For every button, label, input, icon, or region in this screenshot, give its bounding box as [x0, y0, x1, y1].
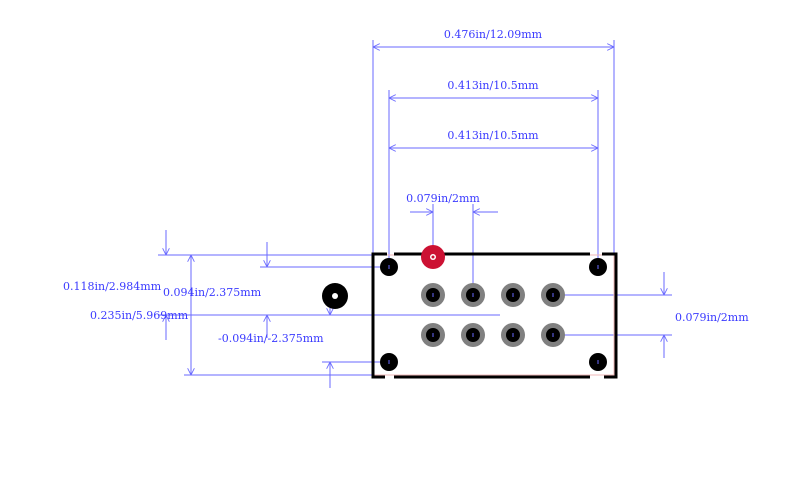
- dim-mid-lower-label: -0.094in/-2.375mm: [218, 332, 324, 345]
- dim-overall-width: 0.476in/12.09mm: [372, 28, 615, 255]
- dim-left-height-label: 0.118in/2.984mm: [63, 280, 162, 293]
- dim-mid-upper: 0.094in/2.375mm: [163, 242, 389, 299]
- dim-overall-width-label: 0.476in/12.09mm: [444, 28, 543, 41]
- pin-one-marker: [421, 245, 445, 269]
- dim-pitch-inner: 0.413in/10.5mm: [389, 129, 598, 148]
- dim-mid-upper-label: 0.094in/2.375mm: [163, 286, 262, 299]
- pin: [541, 283, 565, 307]
- dim-pitch-outer: 0.413in/10.5mm: [388, 79, 599, 267]
- component-outline: [371, 252, 618, 379]
- dim-pitch-inner-label: 0.413in/10.5mm: [447, 129, 539, 142]
- dim-left-total-label: 0.235in/5.969mm: [90, 309, 189, 322]
- pin: [461, 323, 485, 347]
- dim-pitch-outer-label: 0.413in/10.5mm: [447, 79, 539, 92]
- dim-left-total: 0.235in/5.969mm: [90, 255, 373, 376]
- pin: [501, 283, 525, 307]
- pin: [541, 323, 565, 347]
- dim-pin-spacing: 0.079in/2mm: [406, 192, 498, 300]
- corner-pads: [380, 258, 607, 371]
- pin: [461, 283, 485, 307]
- dim-right-row-spacing-label: 0.079in/2mm: [675, 311, 749, 324]
- pin: [421, 283, 445, 307]
- dim-mid-lower: -0.094in/-2.375mm: [218, 300, 389, 388]
- alignment-hole: [322, 283, 348, 309]
- dim-right-row-spacing: 0.079in/2mm: [555, 272, 749, 358]
- pin-array: [421, 283, 565, 347]
- pin: [501, 323, 525, 347]
- pin: [421, 323, 445, 347]
- dim-pin-spacing-label: 0.079in/2mm: [406, 192, 480, 205]
